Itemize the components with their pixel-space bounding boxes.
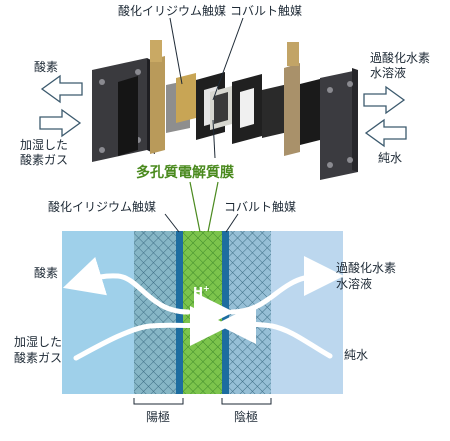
top-label-cobalt-catalyst: コバルト触媒 bbox=[230, 4, 303, 18]
cobalt-catalyst-layer bbox=[222, 231, 229, 394]
arrow-oxygen-out bbox=[62, 257, 191, 315]
top-leader-lines bbox=[169, 17, 244, 159]
bottom-label-oxygen: 酸素 bbox=[34, 266, 59, 280]
bottom-label-h2o2-line2: 水溶液 bbox=[336, 277, 373, 291]
bottom-label-humid-oxygen-line1: 加湿した bbox=[14, 335, 63, 349]
membrane-leader-lines bbox=[189, 181, 219, 233]
top-label-oxygen: 酸素 bbox=[34, 60, 59, 74]
right-end-plate bbox=[320, 70, 358, 180]
proton-symbol: H bbox=[193, 285, 204, 299]
top-label-humid-oxygen-line1: 加湿した bbox=[20, 138, 69, 152]
top-flow-arrows bbox=[39, 74, 407, 148]
bottom-leader-lines bbox=[164, 213, 239, 233]
top-label-pure-water: 純水 bbox=[378, 151, 403, 165]
top-label-humid-oxygen-line2: 酸素ガス bbox=[20, 153, 69, 167]
bottom-flow-arrows bbox=[62, 256, 344, 361]
cathode-channel-zone bbox=[271, 231, 343, 394]
proton-charge: + bbox=[203, 284, 210, 293]
exploded-cell-render bbox=[92, 40, 358, 180]
bottom-label-h2o2-line1: 過酸化水素 bbox=[336, 261, 397, 275]
top-label-iridium-catalyst: 酸化イリジウム触媒 bbox=[118, 4, 227, 18]
bottom-label-cobalt-catalyst: コバルト触媒 bbox=[224, 200, 297, 214]
top-arrow-oxygen-out bbox=[40, 74, 83, 104]
top-label-h2o2-line2: 水溶液 bbox=[370, 66, 407, 80]
anode-label: 陽極 bbox=[146, 410, 171, 424]
anode-channel-zone bbox=[62, 231, 134, 394]
top-label-h2o2-line1: 過酸化水素 bbox=[370, 51, 431, 65]
bottom-label-pure-water: 純水 bbox=[344, 348, 369, 362]
electrode-brackets bbox=[133, 398, 272, 405]
bottom-label-humid-oxygen-line2: 酸素ガス bbox=[14, 351, 63, 365]
flow-field-left bbox=[176, 73, 196, 123]
cathode-bracket bbox=[221, 398, 272, 405]
top-arrow-water-in bbox=[364, 118, 407, 148]
proton-label: H+ bbox=[193, 284, 210, 299]
current-collector-right bbox=[284, 63, 300, 156]
top-arrow-h2o2-out bbox=[363, 85, 406, 115]
top-arrow-humid-oxygen-in bbox=[39, 108, 82, 138]
current-collector-left bbox=[150, 56, 165, 154]
cathode-label: 陰極 bbox=[234, 410, 259, 424]
arrow-water-in bbox=[216, 304, 333, 359]
membrane-title: 多孔質電解質膜 bbox=[136, 165, 234, 181]
bottom-label-iridium-catalyst: 酸化イリジウム触媒 bbox=[48, 200, 157, 214]
arrow-humid-oxygen-in bbox=[73, 305, 230, 361]
gasket-left bbox=[118, 76, 138, 156]
cathode-plate bbox=[262, 84, 288, 138]
anode-bracket bbox=[133, 398, 184, 405]
